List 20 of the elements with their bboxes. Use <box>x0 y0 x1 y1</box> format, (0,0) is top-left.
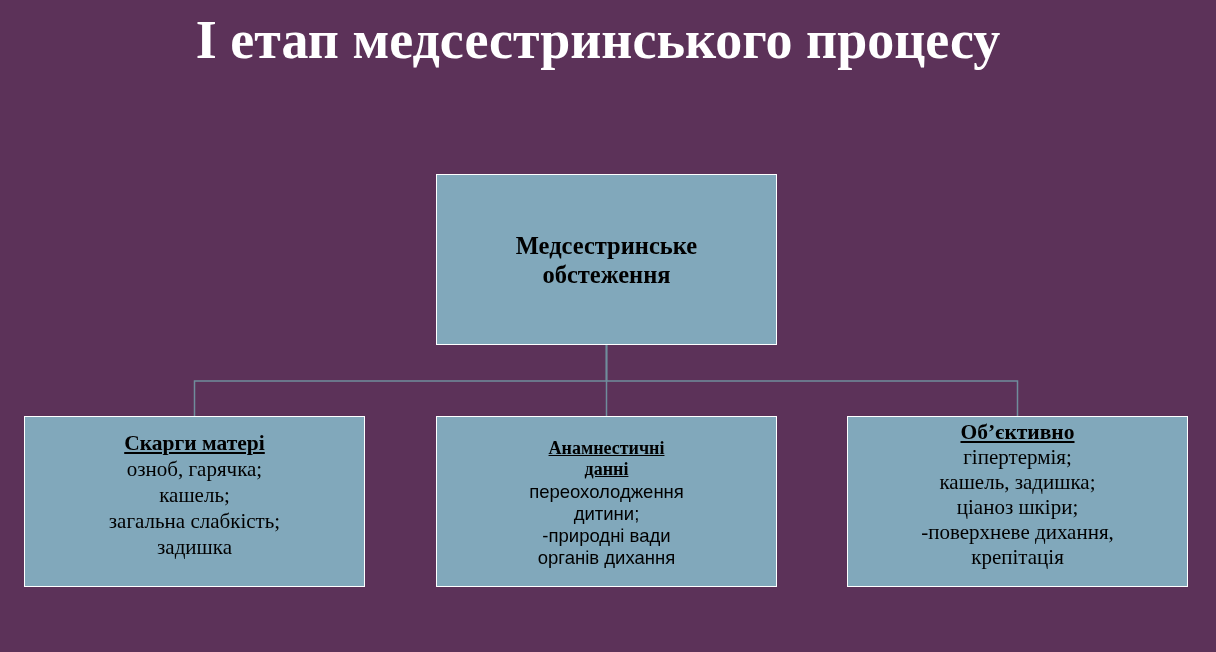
info-box <box>24 416 365 587</box>
list-item: кашель; <box>159 482 230 508</box>
list-item: переохолодження дитини; <box>528 481 685 525</box>
list-item: гіпертермія; <box>963 445 1072 470</box>
list-item: кашель, задишка; <box>939 470 1096 495</box>
box-heading: Об’єктивно <box>960 420 1075 445</box>
box-heading: Скарги матері <box>124 430 265 456</box>
box-title: Медсестринське обстеження <box>514 230 699 289</box>
connector-line <box>605 344 1019 417</box>
info-box <box>847 416 1188 587</box>
info-box <box>436 416 777 587</box>
info-box <box>436 174 777 345</box>
list-item: крепітація <box>971 545 1064 570</box>
list-item: озноб, гарячка; <box>126 456 263 482</box>
list-item: загальна слабкість; <box>108 508 281 534</box>
list-item: -природні вади органів дихання <box>536 525 677 569</box>
list-item: ціаноз шкіри; <box>956 495 1079 520</box>
list-item: -поверхневе дихання, <box>921 520 1114 545</box>
slide-title: І етап медсестринського процесу <box>195 9 1001 72</box>
list-item: задишка <box>157 534 232 560</box>
